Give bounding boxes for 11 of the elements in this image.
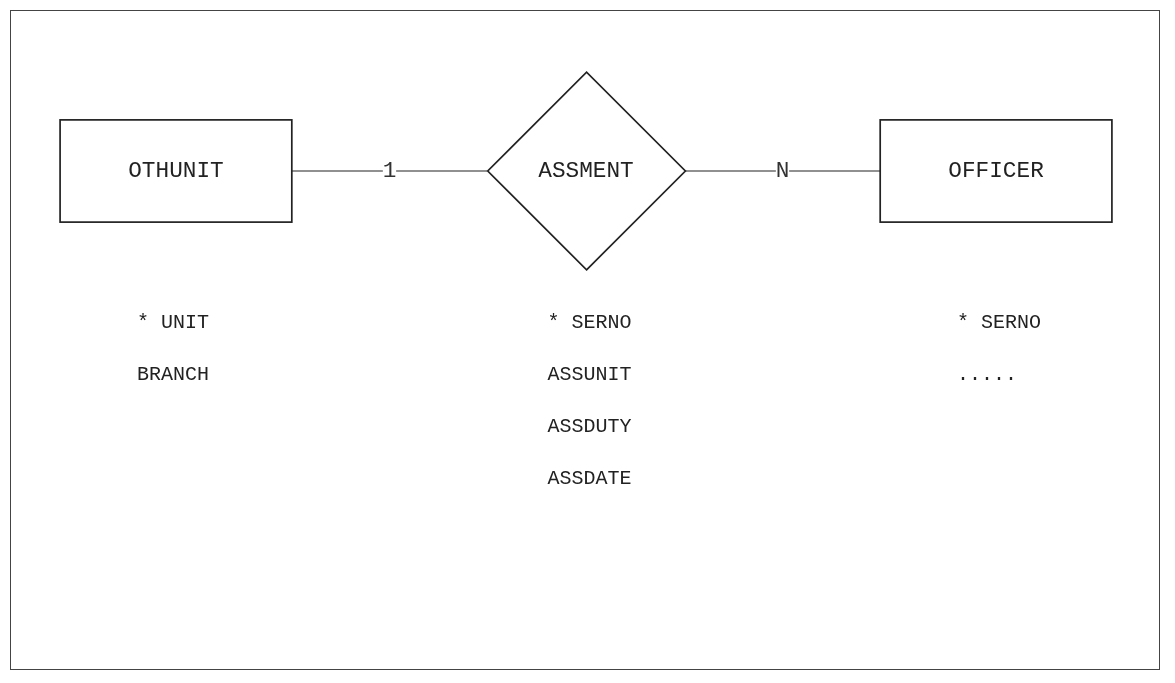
attribute-label: ASSDUTY (547, 415, 632, 438)
attribute-label: * SERNO (957, 311, 1042, 334)
attribute-label: ASSDATE (547, 467, 632, 490)
attribute-label: BRANCH (136, 363, 209, 386)
entity-box: OTHUNIT (59, 119, 293, 223)
entity-box: OFFICER (879, 119, 1113, 223)
attribute-label: ..... (957, 363, 1018, 386)
attribute-label: * UNIT (136, 311, 209, 334)
relationship-diamond: ASSMENT (486, 70, 687, 272)
attribute-label: * SERNO (547, 311, 632, 334)
attribute-label: ASSUNIT (547, 363, 632, 386)
